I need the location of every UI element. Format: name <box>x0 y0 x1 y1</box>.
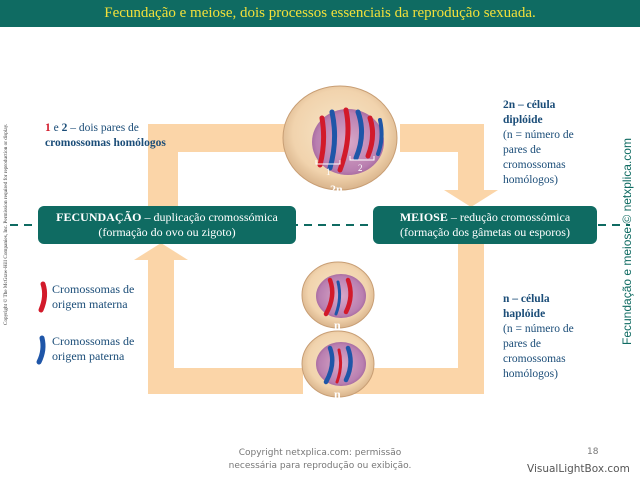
fecundacao-title: FECUNDAÇÃO <box>56 210 142 224</box>
diploid-definition: (n = número de pares de cromossomas homó… <box>503 129 574 186</box>
diploid-heading: 2n – célula diplóide <box>503 99 556 126</box>
meiose-line-1: MEIOSE – redução cromossómica <box>373 210 597 225</box>
paternal-chromosome-icon <box>36 335 46 365</box>
haploid-text: n – célula haplóide (n = número de pares… <box>503 292 593 382</box>
legend-paternal: Cromossomas de origem paterna <box>52 334 135 363</box>
fecundacao-line-2: (formação do ovo ou zigoto) <box>98 225 236 239</box>
pair-1-label: 1 <box>326 167 331 177</box>
page-number: 18 <box>587 447 599 457</box>
haploid-label-top: n <box>334 318 341 332</box>
homologous-chromosomes-term: cromossomas homólogos <box>45 137 166 149</box>
arrow-bottom <box>134 243 484 394</box>
haploid-heading: n – célula haplóide <box>503 293 550 320</box>
side-brand: Fecundação e meiose © netxplica.com <box>620 138 634 345</box>
arrow-top <box>148 124 498 208</box>
footer-copyright: Copyright netxplica.com: permissão neces… <box>200 447 440 473</box>
page-title: Fecundação e meiose, dois processos esse… <box>0 0 640 27</box>
pairs-description: – dois pares de <box>70 122 139 134</box>
and-text: e <box>53 122 59 134</box>
maternal-chromosome-icon <box>38 281 48 313</box>
haploid-cell-top <box>301 261 375 329</box>
meiose-box: MEIOSE – redução cromossómica (formação … <box>373 206 597 244</box>
diploid-label: 2n <box>330 182 343 196</box>
homologous-pairs-text: 1 e 2 – dois pares de cromossomas homólo… <box>45 121 170 151</box>
footer-line-2: necessária para reprodução ou exibição. <box>228 461 412 471</box>
legend-maternal: Cromossomas de origem materna <box>52 282 135 311</box>
meiose-line-2: (formação dos gâmetas ou esporos) <box>400 225 570 239</box>
side-copyright: Copyright © The McGraw-Hill Companies, I… <box>3 123 9 325</box>
fecundacao-line-1: FECUNDAÇÃO – duplicação cromossómica <box>38 210 296 225</box>
haploid-label-bottom: n <box>334 387 341 401</box>
meiose-title: MEIOSE <box>399 210 448 224</box>
haploid-cell-bottom <box>301 330 375 398</box>
diploid-text: 2n – célula diplóide (n = número de pare… <box>503 98 593 188</box>
meiose-desc: – redução cromossómica <box>447 210 571 224</box>
pair-number-1: 1 <box>45 122 51 134</box>
fecundacao-box: FECUNDAÇÃO – duplicação cromossómica (fo… <box>38 206 296 244</box>
diploid-cell <box>282 85 398 191</box>
pair-2-label: 2 <box>358 163 363 173</box>
fecundacao-desc: – duplicação cromossómica <box>141 210 278 224</box>
footer-line-1: Copyright netxplica.com: permissão <box>238 448 402 458</box>
haploid-definition: (n = número de pares de cromossomas homó… <box>503 323 574 380</box>
pair-number-2: 2 <box>61 122 68 134</box>
watermark: VisualLightBox.com <box>527 463 630 475</box>
